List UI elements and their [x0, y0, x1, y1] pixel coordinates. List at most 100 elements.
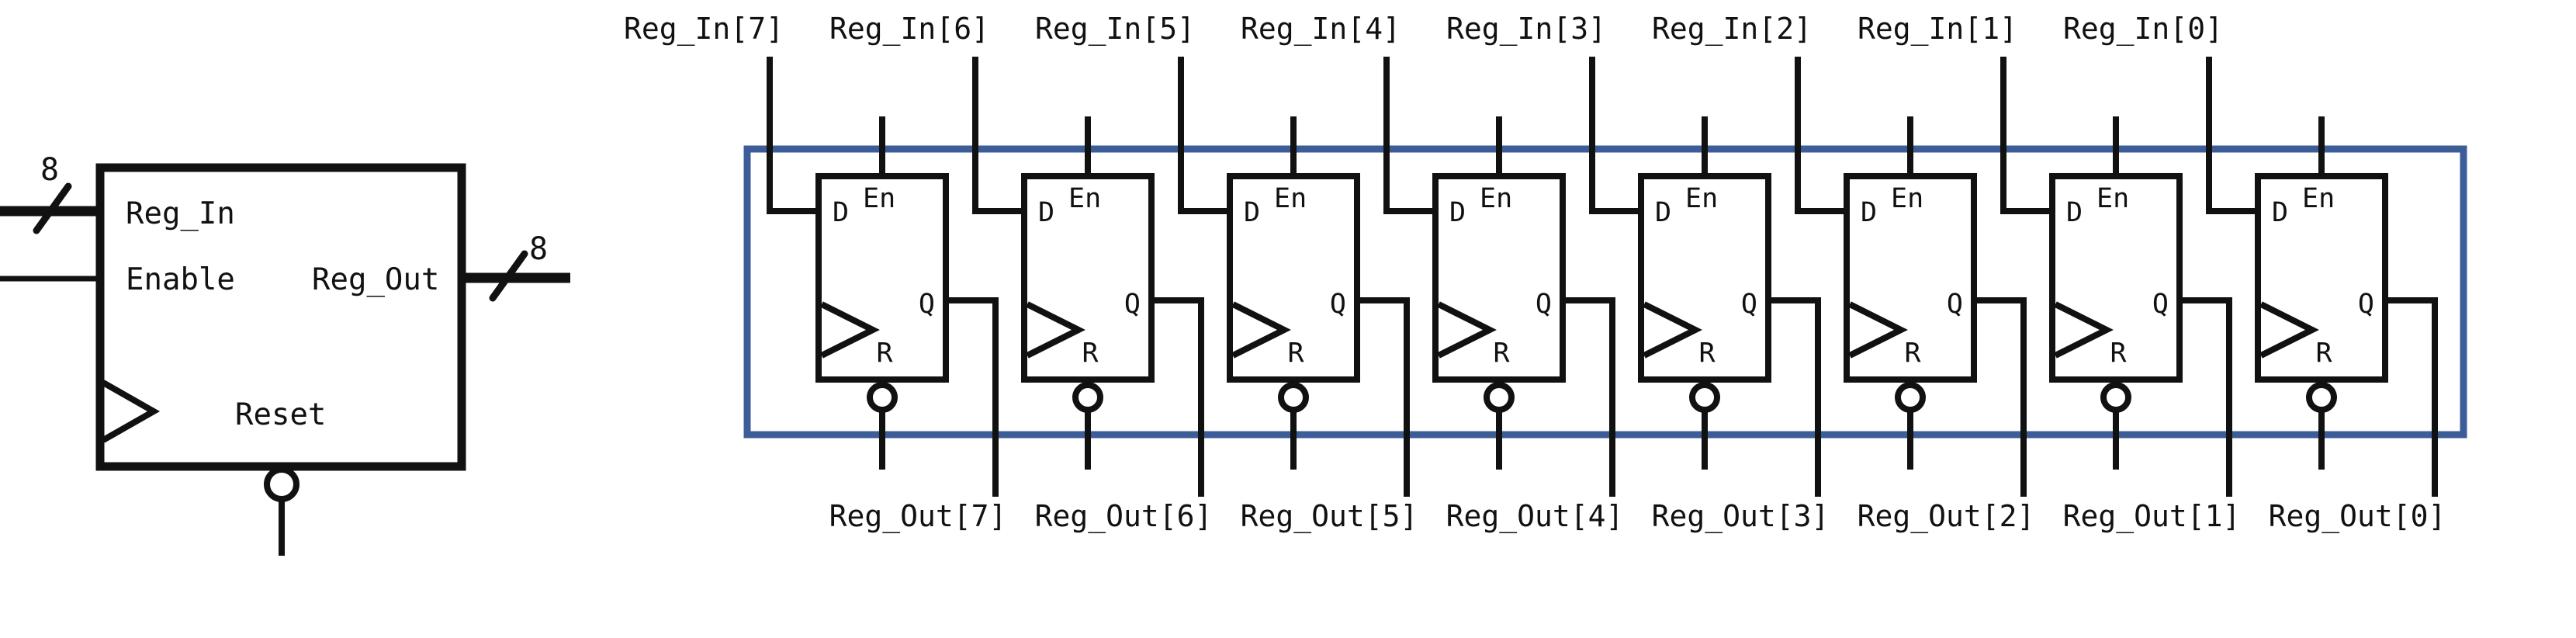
q-output-wire	[1151, 297, 1204, 497]
reg-out-bit-label: Reg_Out[7]	[829, 499, 1007, 534]
ff-en-label: En	[1891, 183, 1923, 214]
ff-en-label: En	[2302, 183, 2335, 214]
flip-flop-bit-cell: Reg_In[1] D En Q R Reg_Out[1]	[1858, 12, 2240, 534]
ff-r-label: R	[1287, 338, 1304, 369]
ff-r-label: R	[1493, 338, 1510, 369]
ff-en-label: En	[2096, 183, 2129, 214]
active-low-bubble-icon	[1689, 382, 1720, 413]
ff-d-label: D	[1861, 197, 1877, 228]
flip-flop-bit-cell: Reg_In[5] D En Q R Reg_Out[5]	[1035, 12, 1418, 534]
clock-triangle-icon	[820, 301, 880, 359]
active-low-bubble-icon	[867, 382, 898, 413]
ff-d-label: D	[1244, 197, 1260, 228]
ff-q-label: Q	[2358, 289, 2374, 320]
clock-triangle-icon	[1848, 301, 1908, 359]
ff-d-label: D	[1655, 197, 1671, 228]
q-output-wire	[1768, 297, 1821, 497]
flip-flop-bit-cell: Reg_In[2] D En Q R Reg_Out[2]	[1652, 12, 2034, 534]
flip-flop-array: Reg_In[7] D En Q R Reg_Out[7] Reg_In[6]	[624, 12, 2446, 534]
clock-triangle-icon	[2259, 301, 2319, 359]
flip-flop-bit-cell: Reg_In[0] D En Q R Reg_Out[0]	[2063, 12, 2446, 534]
flip-flop-box	[1844, 173, 1977, 383]
flip-flop-bit-cell: Reg_In[3] D En Q R Reg_Out[3]	[1446, 12, 1829, 534]
register-block-body	[95, 163, 466, 471]
ff-r-label: R	[1082, 338, 1099, 369]
q-output-wire	[2180, 297, 2232, 497]
q-output-wire	[1974, 297, 2027, 497]
active-low-bubble-icon	[2100, 382, 2131, 413]
ff-d-label: D	[1038, 197, 1054, 228]
d-input-wire	[2000, 57, 2052, 214]
reg-in-bit-label: Reg_In[6]	[829, 12, 989, 47]
ff-r-label: R	[1904, 338, 1921, 369]
clock-triangle-icon	[1231, 301, 1291, 359]
reg-in-bit-label: Reg_In[4]	[1241, 12, 1401, 47]
ff-d-label: D	[1449, 197, 1466, 228]
reg-in-bit-label: Reg_In[3]	[1446, 12, 1606, 47]
reg-in-bit-label: Reg_In[5]	[1035, 12, 1195, 47]
ff-d-label: D	[2066, 197, 2083, 228]
d-input-wire	[2206, 57, 2258, 214]
q-output-wire	[2385, 297, 2438, 497]
ff-en-label: En	[1685, 183, 1718, 214]
block-reset-port-label: Reset	[235, 397, 326, 432]
reg-in-bus-width-label: 8	[40, 152, 59, 188]
ff-q-label: Q	[1536, 289, 1552, 320]
active-low-bubble-icon	[1072, 382, 1103, 413]
reg-out-bit-label: Reg_Out[5]	[1241, 499, 1418, 534]
reg-in-bit-label: Reg_In[7]	[624, 12, 784, 47]
reg-out-bit-label: Reg_Out[2]	[1858, 499, 2035, 534]
clock-triangle-icon	[102, 380, 161, 443]
q-output-wire	[1563, 297, 1615, 497]
reg-out-bus-width-slash-icon	[489, 250, 528, 302]
ff-en-label: En	[863, 183, 895, 214]
reg-out-bit-label: Reg_Out[4]	[1446, 499, 1624, 534]
ff-q-label: Q	[1741, 289, 1757, 320]
ff-q-label: Q	[2152, 289, 2169, 320]
ff-q-label: Q	[1947, 289, 1963, 320]
active-low-bubble-icon	[1278, 382, 1309, 413]
active-low-bubble-icon	[1484, 382, 1515, 413]
ff-r-label: R	[2315, 338, 2332, 369]
ff-q-label: Q	[919, 289, 935, 320]
ff-en-label: En	[1068, 183, 1101, 214]
ff-en-label: En	[1274, 183, 1307, 214]
ff-q-label: Q	[1330, 289, 1346, 320]
reg-out-bit-label: Reg_Out[6]	[1035, 499, 1213, 534]
register-bank-outline	[743, 145, 2467, 439]
block-enable-port-label: Enable	[126, 262, 235, 297]
reg-in-bit-label: Reg_In[0]	[2063, 12, 2223, 47]
active-low-bubble-icon	[2306, 382, 2337, 413]
d-input-wire	[767, 57, 819, 214]
flip-flop-bit-cell: Reg_In[6] D En Q R Reg_Out[6]	[829, 12, 1212, 534]
reg-out-bit-label: Reg_Out[0]	[2269, 499, 2446, 534]
clock-triangle-icon	[2054, 301, 2114, 359]
reg-in-bit-label: Reg_In[2]	[1652, 12, 1812, 47]
ff-r-label: R	[876, 338, 893, 369]
reg-in-bit-label: Reg_In[1]	[1858, 12, 2017, 47]
d-input-wire	[1795, 57, 1847, 214]
clock-triangle-icon	[1643, 301, 1702, 359]
ff-d-label: D	[2272, 197, 2288, 228]
ff-r-label: R	[1698, 338, 1716, 369]
d-input-wire	[1589, 57, 1641, 214]
active-low-bubble-icon	[264, 466, 299, 502]
clock-triangle-icon	[1437, 301, 1497, 359]
clock-triangle-icon	[1026, 301, 1085, 359]
d-input-wire	[1383, 57, 1435, 214]
flip-flop-bit-cell: Reg_In[7] D En Q R Reg_Out[7]	[624, 12, 1006, 534]
register-block-symbol: 8 8 Reg_In Enable Reg_Out Reset	[0, 152, 570, 556]
q-output-wire	[946, 297, 999, 497]
reg-in-bus-width-slash-icon	[33, 182, 72, 234]
d-input-wire	[1178, 57, 1230, 214]
ff-en-label: En	[1480, 183, 1512, 214]
reg-out-bit-label: Reg_Out[1]	[2063, 499, 2241, 534]
ff-r-label: R	[2110, 338, 2127, 369]
ff-q-label: Q	[1124, 289, 1141, 320]
block-reg-out-port-label: Reg_Out	[312, 262, 439, 297]
ff-d-label: D	[833, 197, 849, 228]
block-reg-in-port-label: Reg_In	[126, 196, 235, 231]
reg-out-bit-label: Reg_Out[3]	[1652, 499, 1830, 534]
reg-out-bus-width-label: 8	[529, 231, 548, 267]
